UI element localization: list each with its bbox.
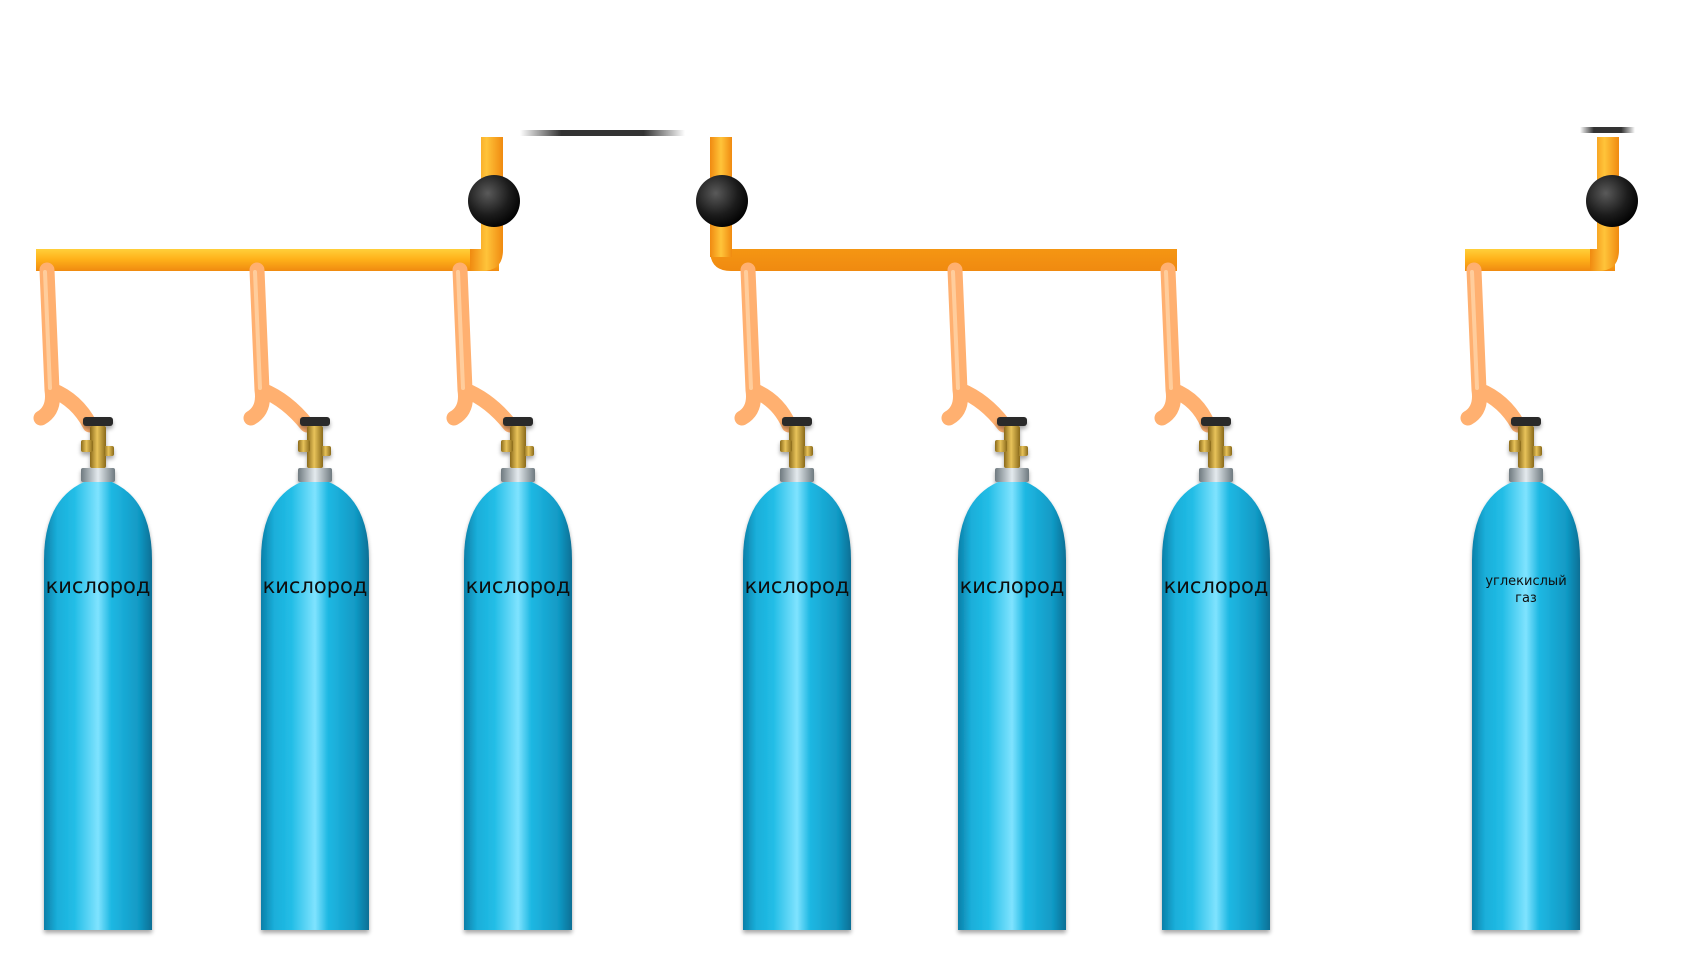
- cylinder-body: [261, 482, 369, 930]
- cylinder-label: кислород: [1164, 574, 1269, 598]
- valve-handwheel: [83, 417, 113, 426]
- hoses: [33, 262, 1526, 433]
- hose-highlight: [744, 270, 753, 390]
- stub-line-left: [520, 130, 685, 136]
- valve-body: [1208, 426, 1224, 468]
- cylinder-label: газ: [1515, 591, 1537, 606]
- cylinder-label: кислород: [263, 574, 368, 598]
- gas-cylinder: кислород: [261, 417, 369, 930]
- gas-cylinder: кислород: [44, 417, 152, 930]
- valve-outlet: [81, 440, 93, 452]
- valve-body: [90, 426, 106, 468]
- valve-side-port: [1222, 446, 1232, 456]
- cylinder-label: кислород: [466, 574, 571, 598]
- cylinders: кислород кислород кислород кислород кислород…: [44, 417, 1580, 930]
- cylinder-neck: [81, 468, 115, 482]
- gas-cylinder: кислород: [958, 417, 1066, 930]
- valve-outlet: [298, 440, 310, 452]
- cylinder-body: [44, 482, 152, 930]
- cylinder-body: [464, 482, 572, 930]
- valve-side-port: [104, 446, 114, 456]
- valve-handwheel: [1201, 417, 1231, 426]
- valve-side-port: [1532, 446, 1542, 456]
- cylinder-body: [958, 482, 1066, 930]
- valve-side-port: [524, 446, 534, 456]
- shutoff-valve-3: [1586, 175, 1638, 227]
- cylinder-neck: [1199, 468, 1233, 482]
- cylinder-neck: [298, 468, 332, 482]
- hose-highlight: [43, 270, 52, 390]
- valve-body: [510, 426, 526, 468]
- valve-handwheel: [997, 417, 1027, 426]
- cylinder-neck: [995, 468, 1029, 482]
- valve-side-port: [321, 446, 331, 456]
- valve-handwheel: [503, 417, 533, 426]
- cylinder-label: кислород: [46, 574, 151, 598]
- shutoff-valve-1: [468, 175, 520, 227]
- valve-handwheel: [1511, 417, 1541, 426]
- valve-outlet: [1199, 440, 1211, 452]
- valve-outlet: [1509, 440, 1521, 452]
- hose-highlight: [456, 270, 465, 390]
- gas-cylinder: углекислый газ: [1472, 417, 1580, 930]
- valve-outlet: [995, 440, 1007, 452]
- cylinder-body: [1472, 482, 1580, 930]
- valve-body: [789, 426, 805, 468]
- valve-handwheel: [300, 417, 330, 426]
- gas-cylinder: кислород: [1162, 417, 1270, 930]
- valve-outlet: [780, 440, 792, 452]
- cylinder-neck: [780, 468, 814, 482]
- manifold-pipe-group-2: [710, 137, 1177, 271]
- gas-cylinder: кислород: [464, 417, 572, 930]
- valve-body: [307, 426, 323, 468]
- cylinder-body: [1162, 482, 1270, 930]
- valve-body: [1004, 426, 1020, 468]
- cylinder-neck: [501, 468, 535, 482]
- valve-outlet: [501, 440, 513, 452]
- manifold-pipe-group-1: [36, 137, 503, 271]
- cylinder-label: кислород: [960, 574, 1065, 598]
- cylinder-body: [743, 482, 851, 930]
- hose-highlight: [1164, 270, 1173, 390]
- stub-line-right: [1580, 127, 1635, 133]
- valve-side-port: [803, 446, 813, 456]
- gas-cylinder: кислород: [743, 417, 851, 930]
- cylinder-label: углекислый: [1485, 574, 1566, 589]
- valve-side-port: [1018, 446, 1028, 456]
- hose-highlight: [253, 270, 262, 390]
- hose-highlight: [951, 270, 960, 390]
- hose-highlight: [1470, 270, 1479, 390]
- cylinder-neck: [1509, 468, 1543, 482]
- cylinder-label: кислород: [745, 574, 850, 598]
- valve-body: [1518, 426, 1534, 468]
- shutoff-valve-2: [696, 175, 748, 227]
- valve-handwheel: [782, 417, 812, 426]
